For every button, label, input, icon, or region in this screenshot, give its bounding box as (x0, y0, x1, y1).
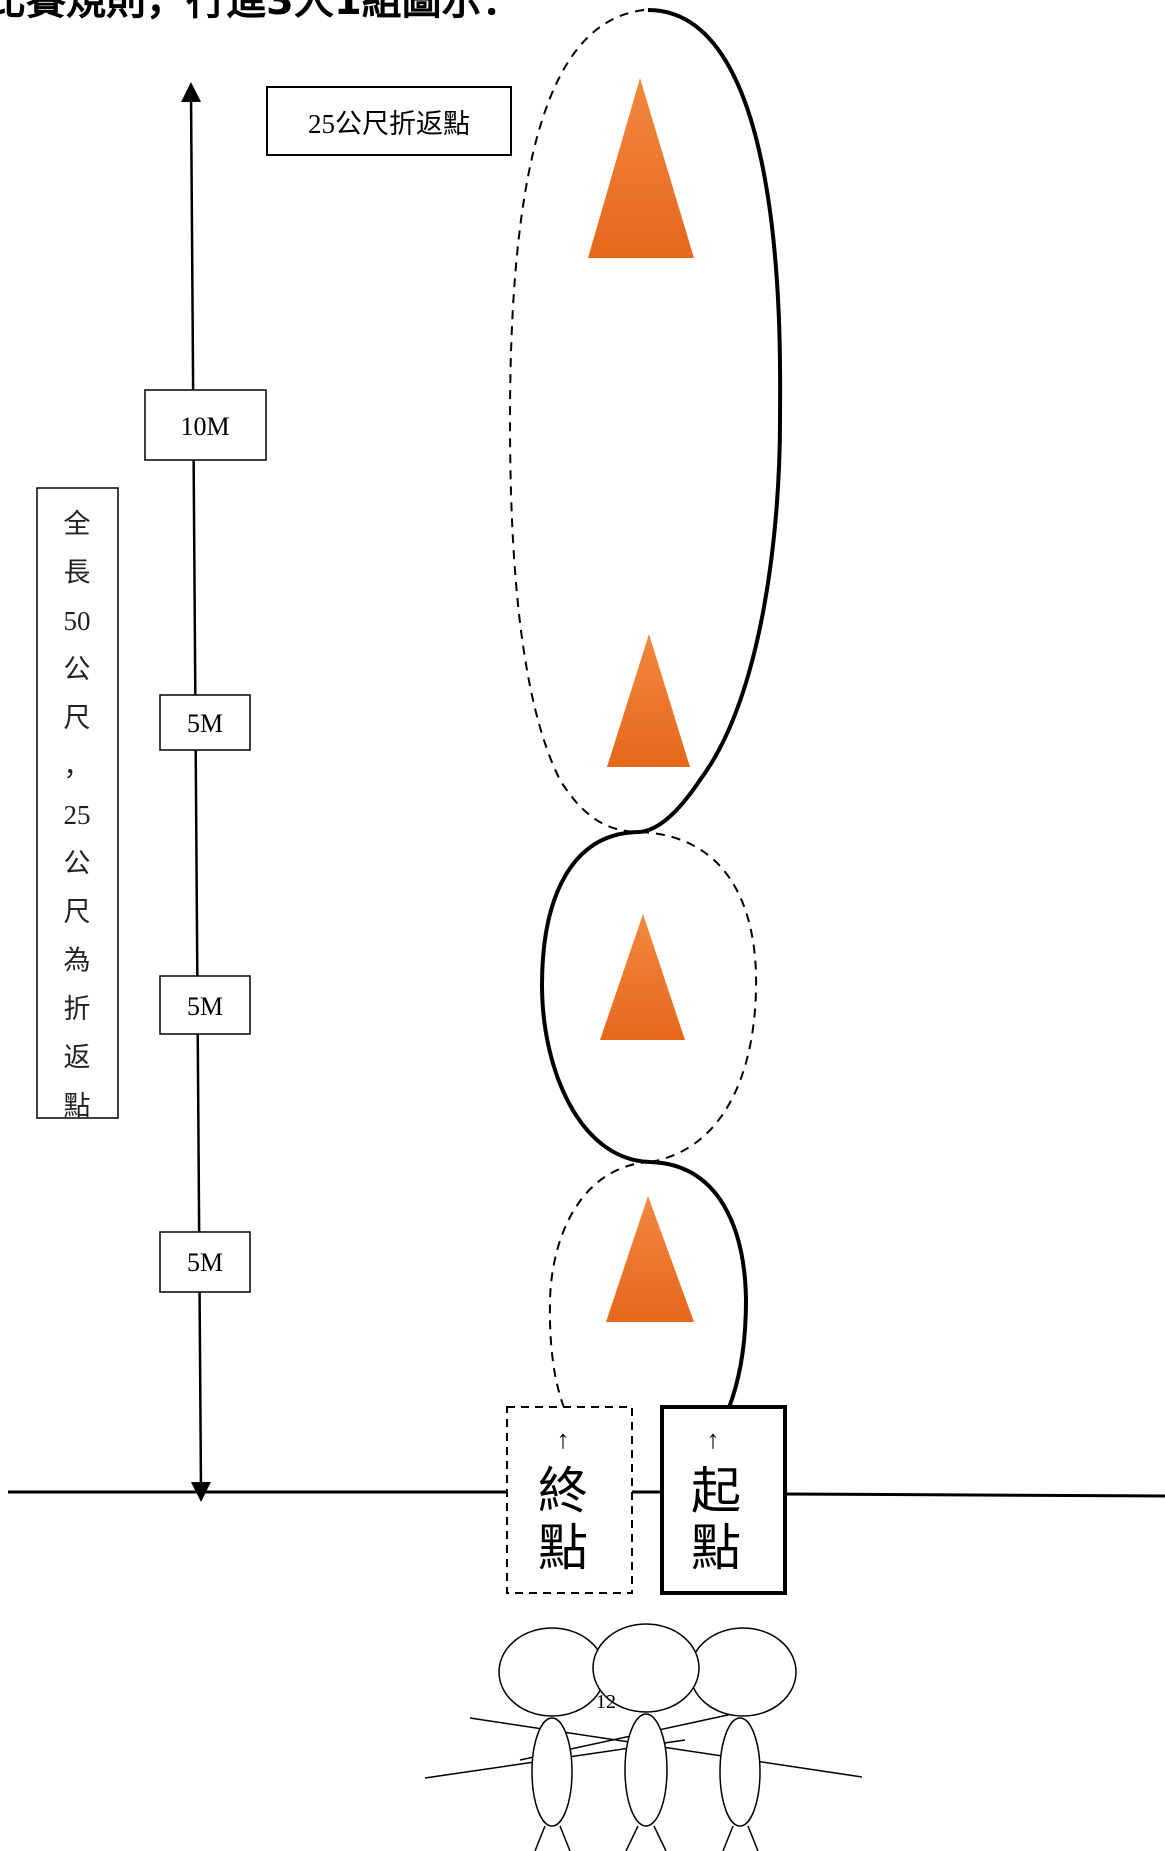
route-solid-loop-2 (539, 830, 651, 1164)
finish-char-1: 終 (538, 1463, 588, 1519)
team-figures (424, 1623, 863, 1851)
total-length-char: 25 (64, 800, 91, 830)
total-length-char: 公 (64, 849, 91, 879)
marker-5m-mid-box (159, 975, 251, 1035)
start-char-2: 點 (691, 1520, 741, 1576)
finish-arrow: ↑ (557, 1425, 570, 1454)
turnaround-label-box (266, 86, 512, 156)
marker-10m-box (144, 389, 267, 461)
start-box (660, 1405, 787, 1595)
start-char-1: 起 (691, 1463, 741, 1519)
marker-5m-bottom-label: 5M (187, 1248, 223, 1277)
total-length-char: 為 (64, 946, 91, 976)
total-length-char: 折 (64, 994, 91, 1024)
marker-5m-mid-label: 5M (187, 992, 223, 1021)
route-dashed-loop-3 (548, 1161, 651, 1411)
marker-10m-label: 10M (180, 412, 229, 441)
baseline-right (784, 1492, 1165, 1498)
marker-5m-top-box (159, 694, 251, 751)
total-length-char: 長 (64, 558, 91, 588)
figure-center-leg-1 (625, 1825, 639, 1851)
finish-char-2: 點 (538, 1520, 588, 1576)
total-length-char: ， (64, 752, 91, 782)
figure-center-head (592, 1623, 700, 1713)
figure-right-body (719, 1717, 761, 1827)
total-length-char: 尺 (64, 703, 91, 733)
total-length-char: 返 (64, 1043, 91, 1073)
total-length-char: 公 (64, 655, 91, 685)
total-length-char: 尺 (64, 897, 91, 927)
start-arrow: ↑ (707, 1425, 720, 1454)
figure-center-leg-2 (653, 1825, 667, 1851)
marker-5m-top-label: 5M (187, 709, 223, 738)
total-length-char: 全 (64, 509, 91, 539)
route-solid-loop-1 (639, 8, 783, 834)
route-dashed-loop-2 (639, 831, 758, 1163)
total-length-char: 50 (64, 606, 91, 636)
marker-5m-bottom-box (159, 1231, 251, 1293)
cone-upper-middle (607, 634, 690, 767)
figure-left-leg-2 (559, 1825, 571, 1851)
route-solid-loop-3 (649, 1160, 749, 1411)
figure-right-leg-2 (747, 1825, 759, 1851)
figure-left-head (498, 1627, 606, 1717)
figure-right-leg-1 (722, 1825, 734, 1851)
total-length-box (36, 487, 119, 1119)
cone-lower (606, 1196, 694, 1322)
figure-left-leg-1 (534, 1825, 546, 1851)
page-number: 12 (596, 1691, 616, 1713)
turnaround-label: 25公尺折返點 (308, 109, 470, 139)
cone-top (588, 78, 694, 258)
page-title: 比賽規則，行進3人1組圖示： (0, 0, 522, 24)
figure-right-head (689, 1627, 797, 1717)
relay-route (508, 8, 783, 1411)
figure-left-body (531, 1717, 573, 1827)
finish-box (506, 1406, 633, 1594)
cone-middle (600, 914, 685, 1040)
total-length-char: 點 (64, 1091, 91, 1121)
route-dashed-loop-1 (508, 9, 645, 833)
figure-center-body (624, 1713, 668, 1827)
